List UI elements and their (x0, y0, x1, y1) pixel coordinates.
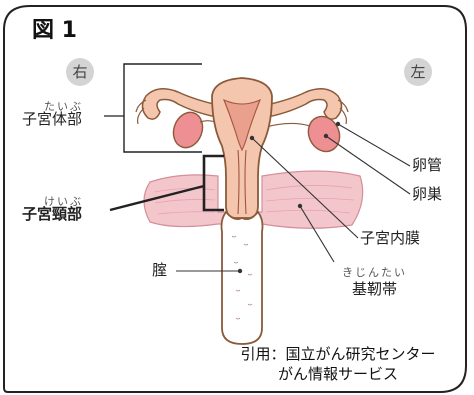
credit-line-2: がん情報サービス (214, 364, 462, 384)
right-ovary (303, 111, 345, 156)
label-cervix: 子宮頸部 (22, 207, 82, 222)
right-fallopian-tube (262, 89, 342, 119)
label-cardinal-ligament: 基靭帯 (352, 282, 397, 297)
figure-title: 図 1 (32, 20, 77, 42)
label-fallopian-tube: 卵管 (412, 158, 442, 173)
left-ovary (169, 108, 208, 151)
leader-tube (338, 124, 410, 166)
label-endometrium: 子宮内膜 (360, 231, 420, 246)
label-vagina: 腟 (152, 263, 167, 278)
source-credit: 引用：国立がん研究センター がん情報サービス (214, 344, 462, 385)
credit-line-1: 引用：国立がん研究センター (214, 344, 462, 364)
label-ovary: 卵巣 (412, 187, 442, 202)
label-uterine-body: 子宮体部 (22, 112, 82, 127)
ligament-ruby: きじんたい (342, 264, 407, 280)
side-left-badge: 左 (404, 58, 432, 86)
vagina (222, 212, 263, 344)
side-right-badge: 右 (66, 58, 94, 86)
